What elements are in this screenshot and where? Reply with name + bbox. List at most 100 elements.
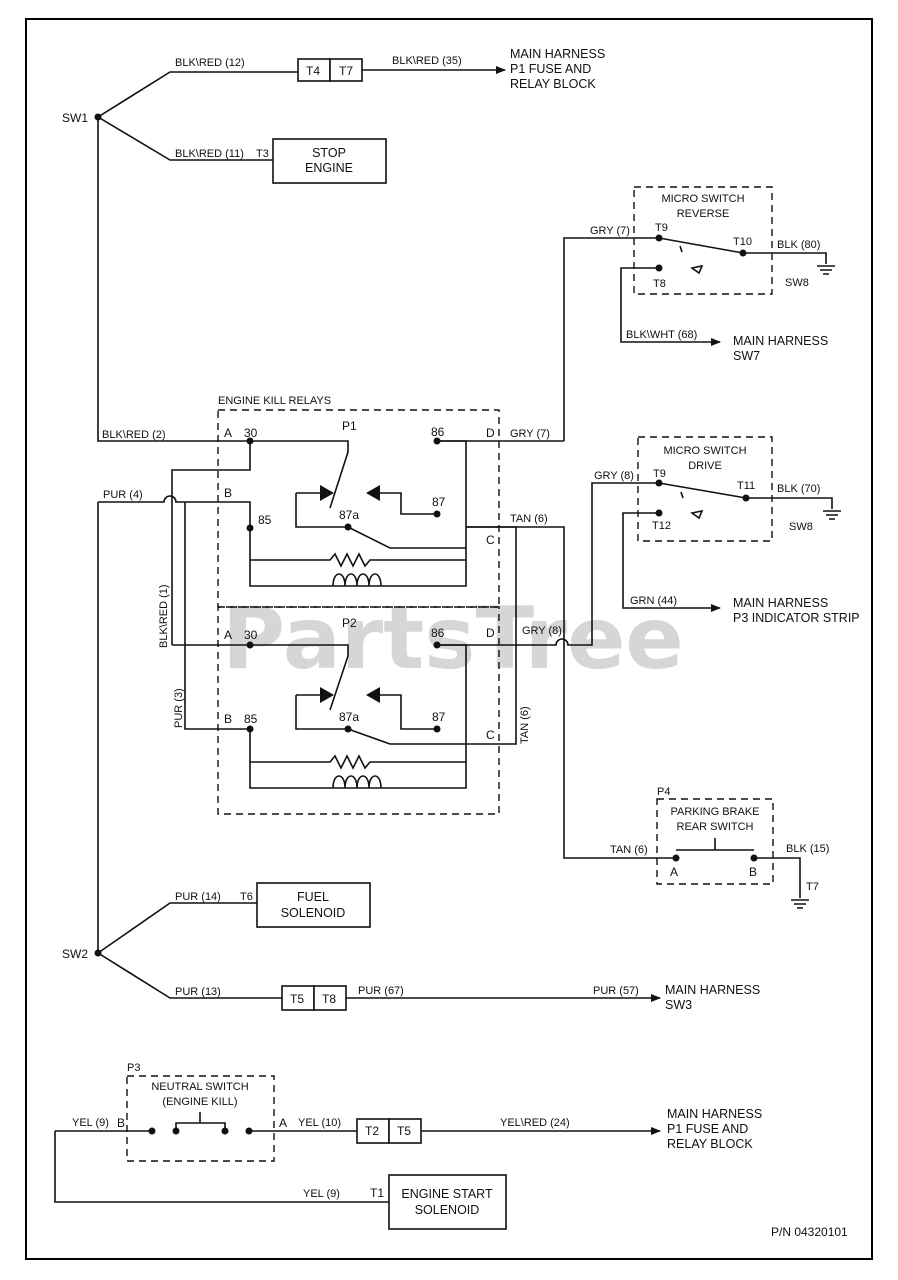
relay-p1-coil-icon [332,573,382,587]
parking-brake-contact [676,838,754,851]
micro-drive-boundary [637,436,773,542]
micro-drive-contact [658,482,747,499]
relay-p1-87-path [378,492,437,515]
wire-blk-red-1-top [171,441,251,645]
sw2-label: SW2 [62,947,88,961]
relay-p1-87a-path [295,492,348,528]
micro-reverse-actuator [679,245,704,275]
neutral-switch-b: B [117,1116,125,1130]
relay-p2-pin-c: C [486,728,495,742]
parking-brake-switch: P4 PARKING BRAKE REAR SWITCH A B TAN (6)… [610,786,829,909]
wire-label-tan-6-vert: TAN (6) [519,706,531,744]
micro-reverse-t8: T8 [653,278,666,290]
relay-p2-pin-85: 85 [244,712,258,726]
wire-label-gry-7-relay: GRY (7) [510,428,550,440]
relay-p1-87a-out [347,526,466,549]
connector-t5 [281,985,315,1011]
connector-t1-label: T1 [370,1186,384,1200]
wire-label-pur-67: PUR (67) [358,985,404,997]
connector-t2-label: T2 [365,1124,379,1138]
relay-p2-pin-b: B [224,712,232,726]
parking-brake-a: A [670,865,678,879]
relay-p2-pin-a: A [224,628,232,642]
parking-brake-t7: T7 [806,881,819,893]
micro-reverse-t9: T9 [655,222,668,234]
neutral-switch-id: P3 [127,1062,140,1074]
wire-label-gry-8-drive: GRY (8) [594,470,634,482]
dest-main-top-3: RELAY BLOCK [510,77,596,91]
wire-label-pur-3: PUR (3) [173,688,185,728]
wire-gry-8 [437,482,659,646]
sw8-label-b: SW8 [789,521,813,533]
wire-blk-80 [743,252,827,264]
wire-grn-44 [622,512,721,612]
wire-label-yel-9-start: YEL (9) [303,1188,340,1200]
dest-sw3-2: SW3 [665,998,692,1012]
wire-label-blk-red-1: BLK\RED (1) [158,584,170,648]
wire-label-gry-8-relay: GRY (8) [522,625,562,637]
relay-p1-pin-85: 85 [258,513,272,527]
wire-blk-70 [746,497,833,509]
sw2-group: SW2 PUR (14) T6 FUEL SOLENOID PUR (13) T… [62,502,760,1012]
relay-p1-label: P1 [342,419,357,433]
micro-reverse-label-2: REVERSE [677,208,730,220]
wire-label-blk-red-2: BLK\RED (2) [102,429,166,441]
engine-start-label-1: ENGINE START [401,1187,493,1201]
engine-start-label-2: SOLENOID [415,1203,480,1217]
relay-p1-pin-30: 30 [244,426,258,440]
micro-reverse-label-1: MICRO SWITCH [661,193,744,205]
wire-label-yel-10: YEL (10) [298,1117,341,1129]
wire-label-pur-14: PUR (14) [175,891,221,903]
fuel-solenoid-box [256,882,371,928]
connector-t7-label: T7 [339,64,353,78]
dest-main-bottom-1: MAIN HARNESS [667,1107,762,1121]
wire-label-blk-red-12: BLK\RED (12) [175,57,245,69]
relay-p2-pin-30: 30 [244,628,258,642]
engine-kill-relays-label: ENGINE KILL RELAYS [218,395,331,407]
watermark: PartsTree [222,589,684,689]
wire-label-yel-9: YEL (9) [72,1117,109,1129]
neutral-switch-contacts [55,1112,357,1132]
neutral-switch-boundary [126,1075,275,1162]
micro-reverse-contact [658,237,744,254]
relay-p2-contact-arrow-l [320,687,334,703]
wire-label-blk-red-11: BLK\RED (11) [175,148,244,160]
wire-yel-9-start [54,1131,389,1203]
relay-p2-boundary [217,606,500,815]
wire-blk-15 [754,857,801,898]
connector-t5b-label: T5 [397,1124,411,1138]
dest-sw7-1: MAIN HARNESS [733,334,828,348]
wire-label-tan-6-relay: TAN (6) [510,513,548,525]
relay-p1-pin-d: D [486,426,495,440]
micro-drive-t11: T11 [737,480,755,492]
wire-pur-14 [97,902,257,954]
connector-t5-label: T5 [290,992,304,1006]
relay-p2-pin-87a: 87a [339,710,359,724]
micro-reverse-boundary [633,186,773,295]
wire-label-tan-6-brake: TAN (6) [610,844,648,856]
wire-gry-7-top [563,237,659,441]
micro-drive-label-1: MICRO SWITCH [663,445,746,457]
wire-pur-13 [97,952,282,999]
stop-engine-label-1: STOP [312,146,346,160]
ground-icon [791,899,809,909]
relay-p1-pin-c: C [486,533,495,547]
micro-switch-drive: MICRO SWITCH DRIVE T9 GRY (8) T11 T12 BL… [594,436,860,625]
relay-p1-resistor [250,552,466,568]
fuel-solenoid-label-2: SOLENOID [281,906,346,920]
connector-t6-label: T6 [240,891,253,903]
wire-label-pur-13: PUR (13) [175,986,221,998]
wire-label-pur-57: PUR (57) [593,985,639,997]
sw8-label-a: SW8 [785,277,809,289]
relay-p2-label: P2 [342,616,357,630]
dest-p3-2: P3 INDICATOR STRIP [733,611,860,625]
micro-switch-reverse: MICRO SWITCH REVERSE T9 T10 T8 BLK (80) … [563,186,835,441]
stop-engine-box [272,138,387,184]
wire-tan-6 [466,526,676,859]
fuel-solenoid-label-1: FUEL [297,890,329,904]
neutral-switch-label-2: (ENGINE KILL) [162,1096,237,1108]
wire-blk-red-11 [97,116,273,161]
relay-p2-pin-d: D [486,626,495,640]
wire-label-blk-80: BLK (80) [777,239,820,251]
